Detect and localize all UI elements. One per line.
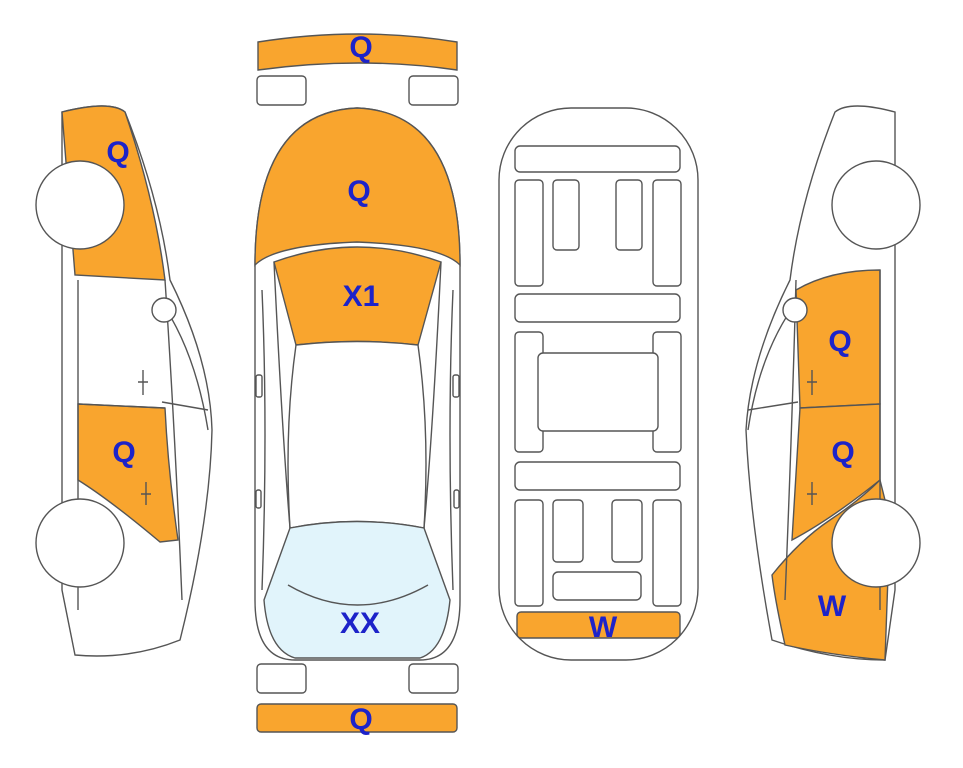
right-mirror (452, 374, 460, 398)
rear-window-code: XX (340, 607, 380, 640)
front-right-light (408, 75, 459, 106)
floor-seat-2 (552, 179, 580, 251)
right-front-wheel (831, 160, 921, 250)
right-pillar-line (423, 261, 442, 529)
floor-seat-3 (615, 179, 643, 251)
front-bumper-panel[interactable] (257, 33, 458, 71)
floor-bar-3 (514, 461, 681, 491)
right-handle-front (807, 370, 817, 395)
right-side-view: Q Q W (745, 105, 921, 661)
right-mirror-shape (782, 297, 808, 323)
left-side-line (261, 289, 266, 591)
left-front-wheel (35, 160, 125, 250)
floor-bar-2 (514, 293, 681, 323)
hood-code: Q (347, 175, 370, 208)
front-left-light (256, 75, 307, 106)
hood-panel[interactable] (254, 107, 461, 267)
trunk-floor-panel[interactable] (516, 611, 681, 639)
right-rear-wheel (831, 498, 921, 588)
left-handle-rear (141, 482, 151, 505)
right-handle-rear (807, 482, 817, 505)
front-bumper-code: Q (349, 31, 372, 64)
floor-rear-2 (552, 499, 584, 563)
floor-view: W (498, 107, 699, 661)
roof-panel (287, 340, 427, 529)
left-rear-door-code: Q (112, 436, 135, 469)
left-window-line-2 (161, 401, 209, 411)
right-side-line (449, 289, 454, 591)
right-rear-door-panel[interactable] (791, 403, 881, 542)
left-belt-line (77, 403, 166, 409)
trunk-floor-code: W (589, 611, 618, 644)
top-view: Q Q X1 XX Q (254, 31, 461, 736)
floor-bar-1 (514, 145, 681, 173)
left-rear-wheel (35, 498, 125, 588)
left-rear-door-panel[interactable] (77, 403, 179, 543)
right-handle (453, 489, 460, 509)
floor-rear-4 (652, 499, 682, 607)
right-window-line-2 (747, 401, 799, 411)
rear-window-panel[interactable] (263, 520, 451, 659)
floor-rear-bar (552, 571, 642, 601)
rear-window-inner (287, 584, 429, 606)
right-rear-door-code: Q (831, 436, 854, 469)
left-mirror-shape (151, 297, 177, 323)
left-handle-front (138, 370, 148, 395)
floor-rear-1 (514, 499, 544, 607)
left-pillar-line (273, 261, 291, 529)
rear-right-light (408, 663, 459, 694)
left-side-view: Q Q (35, 105, 213, 657)
left-handle (255, 489, 262, 509)
floor-center-box (537, 352, 659, 432)
windshield-code: X1 (343, 280, 380, 313)
left-front-fender-code: Q (106, 136, 129, 169)
floor-seat-4 (652, 179, 682, 287)
left-mirror (255, 374, 263, 398)
floor-seat-1 (514, 179, 544, 287)
rear-bumper-code: Q (349, 703, 372, 736)
right-rear-quarter-code: W (818, 590, 847, 623)
rear-left-light (256, 663, 307, 694)
right-front-door-code: Q (828, 325, 851, 358)
rear-bumper-panel[interactable] (256, 703, 458, 733)
floor-rear-3 (611, 499, 643, 563)
